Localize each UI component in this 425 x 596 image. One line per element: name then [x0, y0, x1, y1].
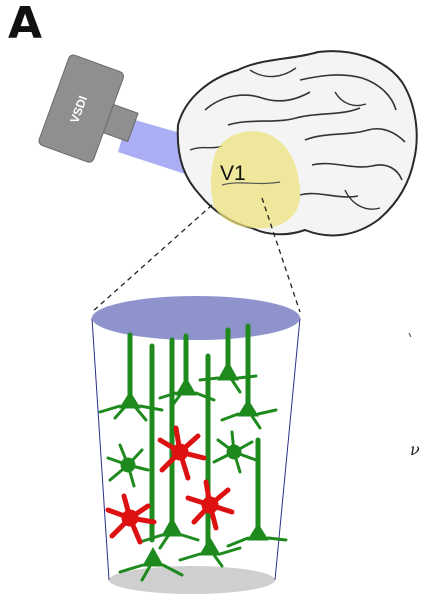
- excitatory-neuron: [228, 524, 286, 546]
- stellate-neuron-excitatory: [108, 445, 148, 486]
- excitatory-neuron: [180, 538, 240, 566]
- inhibitory-neuron: [108, 496, 154, 542]
- stray-tick: [409, 333, 411, 337]
- cortical-column: [92, 296, 300, 594]
- column-bottom-ellipse: [109, 566, 275, 594]
- column-top-ellipse: [92, 296, 300, 340]
- projection-line-left: [92, 205, 212, 312]
- stray-glyph: ν: [410, 440, 420, 459]
- column-wall-left: [92, 318, 109, 580]
- inhibitory-neuron: [160, 428, 204, 478]
- region-label: V1: [220, 162, 246, 185]
- neuron-group: [100, 326, 286, 580]
- stellate-neuron-excitatory: [214, 432, 256, 472]
